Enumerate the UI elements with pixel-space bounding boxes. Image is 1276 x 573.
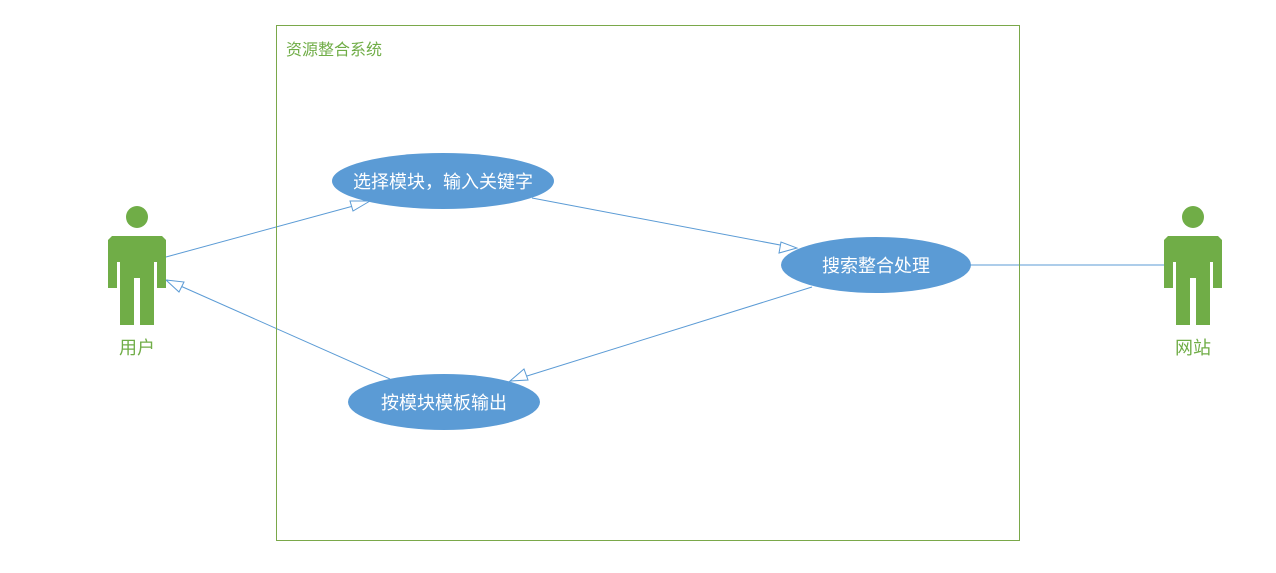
arrowhead-process [778, 241, 799, 254]
connector-process-to-output [510, 286, 813, 382]
connector-output-to-user [166, 279, 391, 380]
system-boundary [276, 25, 1020, 541]
usecase-select-module-label: 选择模块，输入关键字 [353, 172, 533, 193]
system-title: 资源整合系统 [286, 40, 383, 59]
actor-website-label: 网站 [1175, 338, 1211, 359]
connectors [164, 197, 1166, 382]
arrowhead-user [164, 279, 185, 293]
usecase-template-output[interactable] [348, 374, 540, 430]
usecase-template-output-label: 按模块模板输出 [381, 393, 507, 414]
usecase-search-process[interactable] [781, 237, 971, 293]
actor-user-label: 用户 [119, 338, 155, 359]
actor-user-body [108, 236, 166, 325]
usecase-select-module[interactable] [332, 153, 554, 209]
actor-website-figure[interactable] [1164, 206, 1222, 325]
usecase-search-process-label: 搜索整合处理 [822, 256, 930, 277]
connector-select-to-process [531, 197, 797, 249]
connector-user-to-select [165, 201, 369, 258]
use-cases [332, 153, 971, 430]
actor-user-head [126, 206, 148, 228]
actor-website-head [1182, 206, 1204, 228]
actor-website-body [1164, 236, 1222, 325]
actor-user-figure[interactable] [108, 206, 166, 325]
arrowhead-output [508, 368, 529, 382]
arrowhead-select [349, 200, 372, 212]
